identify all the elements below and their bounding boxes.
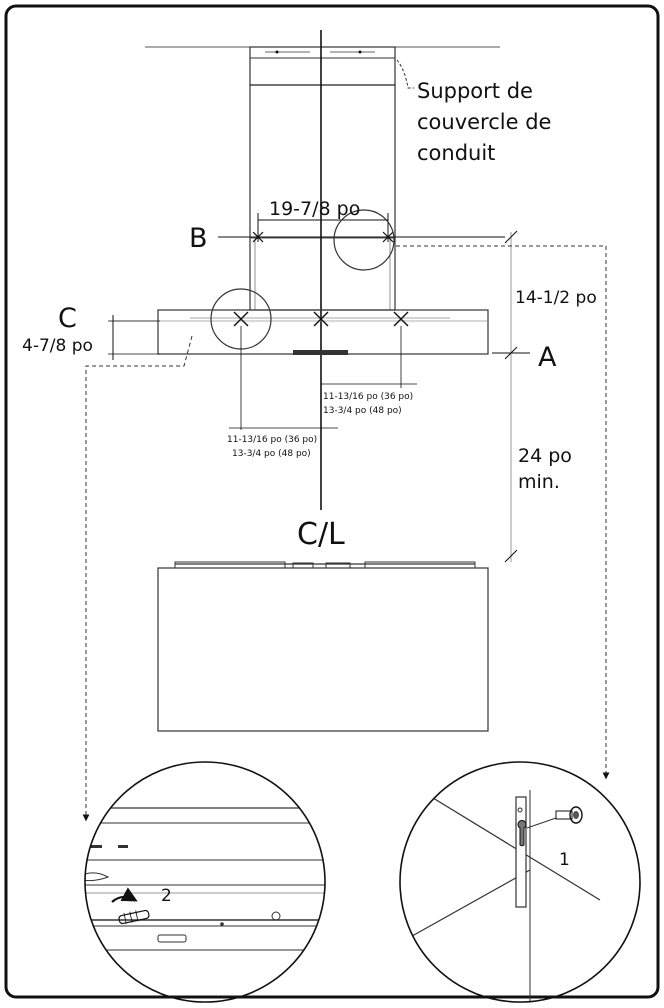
- a-letter: A: [538, 342, 557, 373]
- step-2-label: 2: [161, 886, 172, 906]
- screw-icon: [118, 909, 150, 925]
- min-height-line-1: 24 po: [518, 445, 572, 467]
- c-dimension-label: 4-7/8 po: [22, 336, 93, 356]
- support-label-line-1: Support de: [417, 79, 533, 103]
- c-cross-right: [393, 311, 409, 327]
- step-1-label: 1: [559, 850, 570, 870]
- support-label-line-3: conduit: [417, 141, 495, 165]
- right-offset-label-2: 13-3/4 po (48 po): [323, 406, 402, 416]
- c-letter: C: [58, 303, 77, 334]
- left-offset-label-1: 11-13/16 po (36 po): [227, 435, 317, 445]
- right-detail-guide: [396, 245, 610, 780]
- hood-light: [293, 350, 348, 355]
- diagram-frame: [4, 4, 660, 999]
- right-detail-view: [399, 761, 641, 1003]
- left-detail-view: [84, 761, 326, 1003]
- b-cross-left: [252, 231, 264, 243]
- wall-screw-icon: [555, 806, 583, 824]
- cooktop: [157, 561, 489, 732]
- b-cross-right: [382, 231, 394, 243]
- b-detail-circle: [333, 209, 395, 271]
- height-label: 14-1/2 po: [515, 288, 597, 308]
- left-detail-guide: [82, 335, 193, 822]
- b-letter: B: [189, 223, 208, 254]
- support-label-line-2: couvercle de: [417, 110, 551, 134]
- c-cross-left: [233, 311, 249, 327]
- b-width-label: 19-7/8 po: [269, 198, 360, 220]
- right-offset-label-1: 11-13/16 po (36 po): [323, 392, 413, 402]
- support-leader: [396, 59, 414, 89]
- dim-ticks: [504, 230, 518, 563]
- left-offset-label-2: 13-3/4 po (48 po): [232, 449, 311, 459]
- c-cross-center: [313, 311, 329, 327]
- min-height-line-2: min.: [518, 471, 560, 493]
- duct-cover-support-bracket: [249, 46, 396, 86]
- curved-arrow-icon: [111, 887, 138, 903]
- centerline-label: C/L: [297, 517, 345, 552]
